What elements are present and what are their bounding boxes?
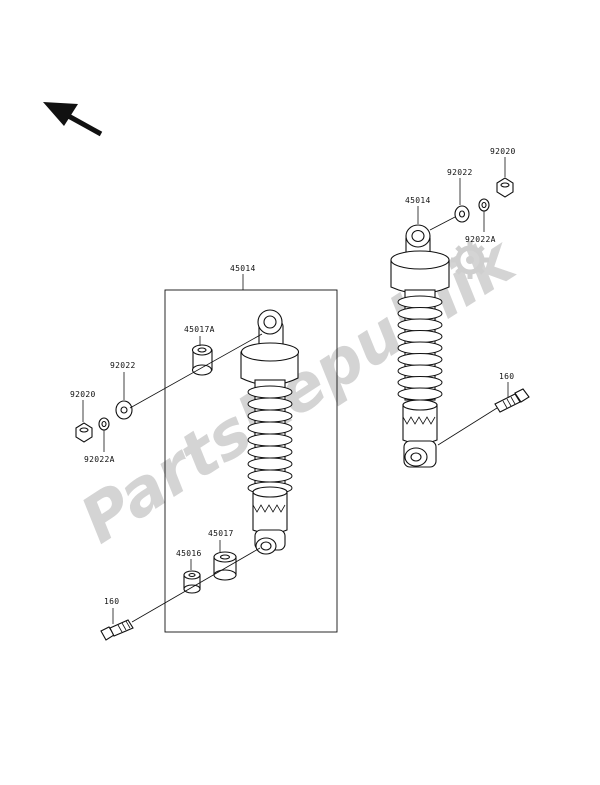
right-shock-assembly: 45014 92022: [390, 147, 530, 468]
spring-coil: [397, 353, 443, 366]
label-left-assembly: 45014: [230, 264, 256, 273]
shock-lower-body: [402, 399, 438, 468]
label-left-bolt: 160: [104, 597, 119, 606]
label-right-nut: 92020: [490, 147, 516, 156]
label-left-nut: 92020: [70, 390, 96, 399]
axis-line-bottom-right: [437, 407, 498, 446]
watermark: PartsRepublik: [68, 223, 530, 559]
label-right-washer: 92022: [447, 168, 473, 177]
label-left-washer: 92022: [110, 361, 136, 370]
bolt-160-left: [100, 619, 134, 641]
gear-icon: [451, 241, 489, 279]
label-left-collar: 45016: [176, 549, 202, 558]
shock-spring: [397, 289, 443, 401]
spring-coil: [247, 445, 293, 459]
spring-coil: [397, 387, 443, 401]
spring-coil: [397, 364, 443, 378]
left-shock-assembly: 45014: [70, 264, 338, 641]
spring-coil: [247, 433, 293, 447]
washer-92022a-left: [98, 417, 110, 431]
label-right-bolt: 160: [499, 372, 514, 381]
shock-lower-body: [252, 486, 288, 555]
spring-coil: [247, 469, 293, 483]
label-left-bushing-bottom: 45017: [208, 529, 234, 538]
spring-coil: [397, 341, 443, 355]
arrow-up-left-icon: [43, 102, 103, 137]
spring-coil: [397, 318, 443, 332]
washer-92022a-right: [478, 198, 490, 212]
label-right-assembly: 45014: [405, 196, 431, 205]
axis-line-top-right: [429, 216, 456, 231]
assembly-frame: [164, 289, 338, 633]
spring-coil: [247, 397, 293, 411]
bolt-160-right: [494, 388, 530, 413]
shock-top-cap: [390, 250, 450, 295]
spring-coil: [247, 385, 293, 399]
axis-line-top-left: [129, 333, 263, 409]
collar-45016: [183, 570, 201, 594]
shock-top-cap: [240, 342, 300, 386]
bushing-45017a: [191, 344, 213, 376]
spring-coil: [247, 457, 293, 471]
axis-line-bottom-left: [131, 547, 261, 623]
label-left-bushing-top: 45017A: [184, 325, 215, 334]
nut-92020-right: [496, 177, 514, 198]
spring-coil: [397, 330, 443, 343]
bushing-45017: [213, 551, 237, 581]
shock-top-eye: [257, 309, 284, 349]
spring-coil: [247, 421, 293, 435]
watermark-text: PartsRepublik: [68, 223, 530, 559]
washer-92022-right: [454, 205, 470, 223]
nut-92020-left: [75, 422, 93, 443]
shock-spring: [247, 379, 293, 495]
label-right-washer-small: 92022A: [465, 235, 496, 244]
spring-coil: [397, 295, 443, 309]
washer-92022-left: [115, 400, 133, 420]
shock-top-eye: [405, 224, 431, 257]
label-left-washer-small: 92022A: [84, 455, 115, 464]
spring-coil: [397, 376, 443, 389]
spring-coil: [247, 409, 293, 423]
spring-coil: [397, 307, 443, 320]
